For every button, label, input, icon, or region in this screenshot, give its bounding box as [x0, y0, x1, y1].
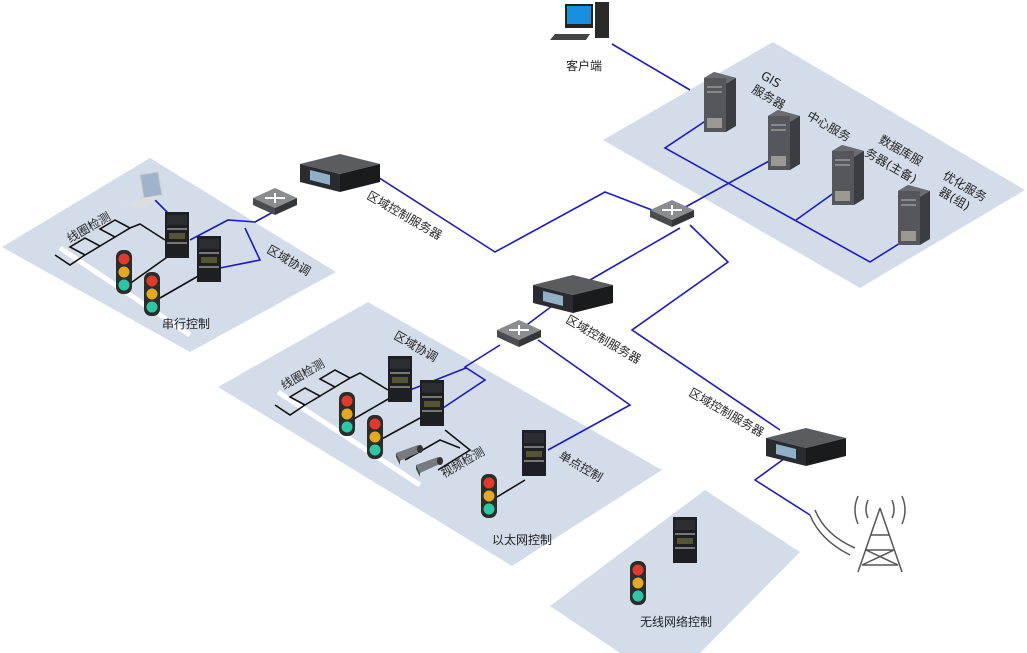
traffic-light-icon	[116, 250, 132, 294]
wireless-tower-icon	[809, 495, 906, 573]
controller-single-icon[interactable]	[522, 430, 546, 476]
plate-ethernet-control	[218, 302, 662, 566]
label-serial-control: 串行控制	[162, 317, 210, 331]
controller-mid-1-icon[interactable]	[388, 356, 412, 402]
switch-left-icon[interactable]	[252, 187, 298, 216]
plate-wireless-control	[550, 490, 800, 653]
traffic-light-icon	[481, 474, 497, 518]
label-region-server-mid: 区域控制服务器	[564, 312, 644, 367]
label-ethernet-control: 以太网控制	[492, 532, 552, 547]
region-server-right-icon[interactable]	[766, 428, 846, 466]
laptop-icon[interactable]	[125, 171, 163, 208]
controller-left-2-icon[interactable]	[197, 236, 221, 282]
controller-mid-2-icon[interactable]	[420, 380, 444, 426]
optimization-server-icon[interactable]	[898, 185, 930, 245]
label-client: 客户端	[566, 58, 602, 73]
gis-server-icon[interactable]	[704, 72, 736, 132]
switch-mid-icon[interactable]	[496, 319, 542, 348]
plate-center-servers	[603, 42, 1025, 288]
traffic-light-icon	[367, 415, 383, 459]
traffic-light-icon	[339, 392, 355, 436]
region-server-left-icon[interactable]	[300, 154, 380, 192]
label-wireless-control: 无线网络控制	[640, 614, 712, 629]
core-switch-icon[interactable]	[649, 199, 695, 228]
controller-wireless-icon[interactable]	[673, 517, 697, 563]
region-server-mid-icon[interactable]	[533, 275, 613, 313]
database-server-icon[interactable]	[832, 145, 864, 205]
traffic-light-icon	[144, 272, 160, 316]
controller-left-1-icon[interactable]	[165, 212, 189, 258]
client-pc-icon[interactable]	[550, 2, 609, 40]
center-server-icon[interactable]	[768, 110, 800, 170]
label-region-server-left: 区域控制服务器	[365, 188, 445, 243]
traffic-light-icon	[630, 561, 646, 605]
